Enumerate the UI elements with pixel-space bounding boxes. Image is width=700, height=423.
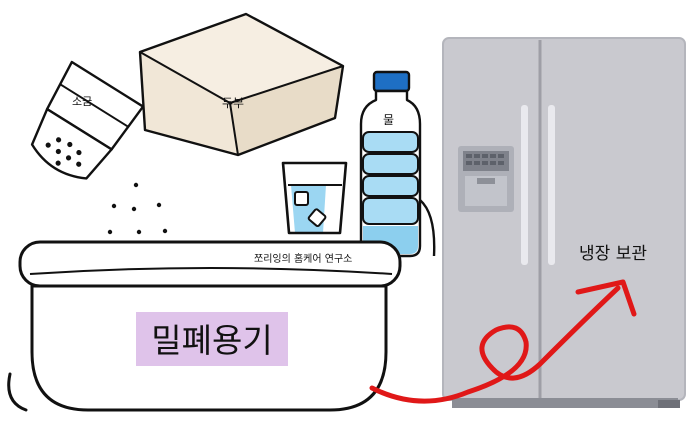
- container-label: 밀폐용기: [151, 321, 272, 360]
- fridge-body: [443, 38, 685, 400]
- decorative-curve: [7, 372, 28, 412]
- refrigerator-icon: 냉장 보관: [442, 37, 686, 408]
- curly-arrow-icon: [369, 279, 637, 404]
- salt-shaker-icon: 소금: [30, 60, 168, 235]
- fridge-base: [452, 398, 678, 408]
- fridge-storage-label: 냉장 보관: [579, 244, 647, 264]
- brand-label: 쪼리잉의 홈케어 연구소: [254, 252, 352, 265]
- water-bottle-icon: 물: [359, 70, 436, 258]
- water-glass-icon: [281, 161, 348, 235]
- salt-grains: [107, 182, 168, 235]
- fridge-right-handle: [548, 105, 555, 265]
- tofu-block-icon: 두부: [138, 12, 345, 157]
- salt-label: 소금: [72, 95, 92, 108]
- tofu-label: 두부: [222, 96, 244, 110]
- container-icon: 쪼리잉의 홈케어 연구소 밀폐용기: [18, 240, 402, 412]
- fridge-left-handle: [521, 105, 528, 265]
- container-label-highlight: [136, 312, 288, 366]
- water-label: 물: [383, 113, 394, 127]
- container-lid: [18, 240, 402, 288]
